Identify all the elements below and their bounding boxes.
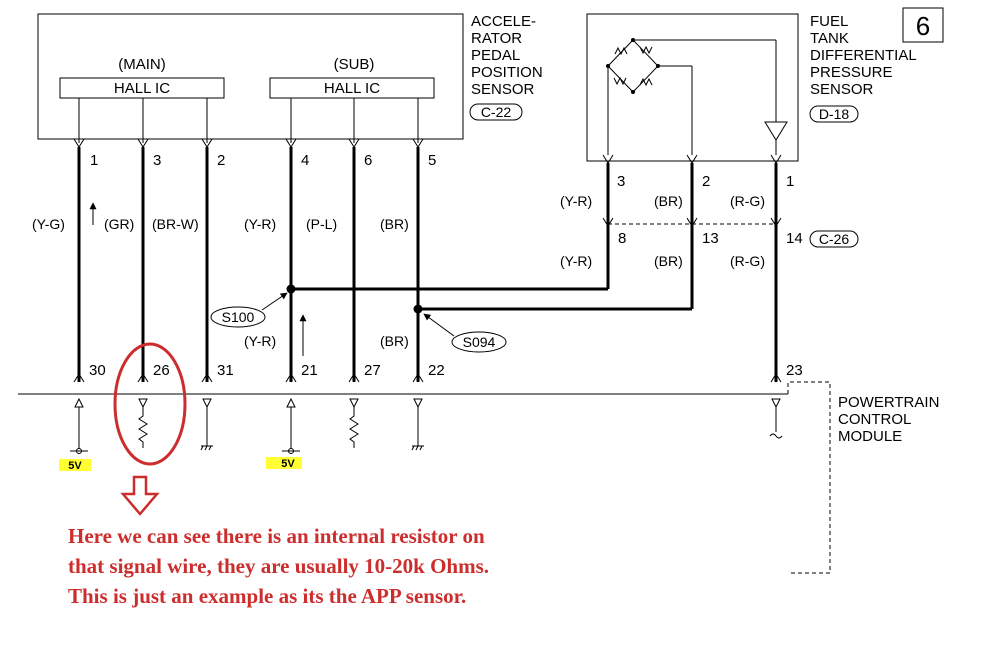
c26-pin-13: 13 xyxy=(702,230,719,247)
fuel-title-2: TANK xyxy=(810,30,849,47)
wire-color-f1: (R-G) xyxy=(730,193,765,209)
pcm-pin-31: 31 xyxy=(217,362,234,379)
wire-color-p21: (Y-R) xyxy=(244,333,276,349)
splices: S100 S094 (Y-R) (BR) xyxy=(210,284,692,356)
c26-pin-8: 8 xyxy=(618,230,626,247)
hall-ic-sub xyxy=(269,77,435,99)
page-number: 6 xyxy=(916,11,930,41)
pcm-title-2: CONTROL xyxy=(838,411,911,428)
wire-color-6: (P-L) xyxy=(306,216,337,232)
wire-color-2: (BR-W) xyxy=(152,216,199,232)
signal-input-23 xyxy=(769,407,783,439)
pcm-pin-22: 22 xyxy=(428,362,445,379)
splice-s100-label: S100 xyxy=(222,309,255,325)
app-title-2: RATOR xyxy=(471,30,522,47)
5v-highlight-2 xyxy=(266,457,302,469)
app-pin-4: 4 xyxy=(301,152,309,169)
supply-5v-2: 5V xyxy=(281,458,295,470)
pull-resistor-27 xyxy=(349,407,359,448)
pcm-title-3: MODULE xyxy=(838,428,902,445)
c26-connector-badge xyxy=(809,230,859,248)
pcm-pin-26: 26 xyxy=(153,362,170,379)
pcm-pin-30: 30 xyxy=(89,362,106,379)
fuel-pin-2: 2 xyxy=(702,173,710,190)
highlight-ellipse xyxy=(113,342,187,466)
supply-5v-1: 5V xyxy=(68,460,82,472)
app-wires: (Y-G) (GR) (BR-W) (Y-R) (P-L) (BR) xyxy=(32,147,420,382)
bridge-circuit xyxy=(607,39,659,93)
c26-pin-14: 14 xyxy=(786,230,803,247)
pull-resistor-26 xyxy=(138,407,148,448)
app-connector-badge xyxy=(469,103,523,121)
app-connector-pins: 1 3 2 4 6 5 xyxy=(73,138,436,169)
app-title-3: PEDAL xyxy=(471,47,520,64)
app-title-1: ACCELE- xyxy=(471,13,536,30)
pcm-pin-21: 21 xyxy=(301,362,318,379)
pcm-pin-27: 27 xyxy=(364,362,381,379)
app-sensor: (MAIN) (SUB) HALL IC HALL IC ACCELE- RAT… xyxy=(37,13,543,143)
sub-label: (SUB) xyxy=(334,56,375,73)
annotation-line-2: that signal wire, they are usually 10-20… xyxy=(68,554,489,578)
annotation: Here we can see there is an internal res… xyxy=(68,342,489,608)
fuel-title-3: DIFFERENTIAL xyxy=(810,47,917,64)
page-number-box: 6 xyxy=(902,7,944,43)
pcm-dashed-border xyxy=(787,381,831,574)
ground-31 xyxy=(200,407,213,451)
wire-color-4: (Y-R) xyxy=(244,216,276,232)
down-arrow-icon xyxy=(120,475,160,516)
app-connector-id: C-22 xyxy=(481,104,512,120)
app-sensor-housing xyxy=(37,13,464,140)
splice-s094-badge xyxy=(451,331,507,353)
wire-color-c8: (Y-R) xyxy=(560,253,592,269)
app-pin-5: 5 xyxy=(428,152,436,169)
fuel-connector-badge xyxy=(809,105,859,123)
wire-color-f3: (Y-R) xyxy=(560,193,592,209)
splice-dot-s100 xyxy=(286,284,296,294)
splice-dot-s094 xyxy=(413,304,423,314)
annotation-line-1: Here we can see there is an internal res… xyxy=(68,524,485,548)
app-pin-2: 2 xyxy=(217,152,225,169)
fuel-connector-id: D-18 xyxy=(819,106,850,122)
pcm-title-1: POWERTRAIN xyxy=(838,394,939,411)
5v-highlight-1 xyxy=(59,459,91,471)
c26-connector-id: C-26 xyxy=(819,231,850,247)
wire-color-5: (BR) xyxy=(380,216,409,232)
wire-color-p22: (BR) xyxy=(380,333,409,349)
connector-c26: 8 13 14 C-26 (Y-R) (BR) (R-G) xyxy=(560,217,859,269)
wire-color-3: (GR) xyxy=(104,216,134,232)
hall-ic-main-label: HALL IC xyxy=(114,80,170,97)
fuel-title-1: FUEL xyxy=(810,13,848,30)
annotation-line-3: This is just an example as its the APP s… xyxy=(68,584,466,608)
main-label: (MAIN) xyxy=(118,56,166,73)
wire-color-c13: (BR) xyxy=(654,253,683,269)
fuel-sensor-housing xyxy=(586,13,799,162)
fuel-title-4: PRESSURE xyxy=(810,64,893,81)
wire-color-1: (Y-G) xyxy=(32,216,65,232)
app-pin-3: 3 xyxy=(153,152,161,169)
fuel-pin-3: 3 xyxy=(617,173,625,190)
app-pin-1: 1 xyxy=(90,152,98,169)
pcm-pin-23: 23 xyxy=(786,362,803,379)
app-title-4: POSITION xyxy=(471,64,543,81)
hall-ic-main xyxy=(59,77,225,99)
wire-color-c14: (R-G) xyxy=(730,253,765,269)
fuel-pin-1: 1 xyxy=(786,173,794,190)
app-title-5: SENSOR xyxy=(471,81,535,98)
app-pin-6: 6 xyxy=(364,152,372,169)
amplifier-symbol xyxy=(764,121,788,141)
splice-s094-label: S094 xyxy=(463,334,496,350)
ground-22 xyxy=(411,407,424,451)
pcm: POWERTRAIN CONTROL MODULE 30 26 31 21 27… xyxy=(18,362,939,574)
wire-color-f2: (BR) xyxy=(654,193,683,209)
splice-s100-badge xyxy=(210,306,266,328)
fuel-sensor: FUEL TANK DIFFERENTIAL PRESSURE SENSOR D… xyxy=(586,13,917,162)
fuel-title-5: SENSOR xyxy=(810,81,874,98)
hall-ic-sub-label: HALL IC xyxy=(324,80,380,97)
